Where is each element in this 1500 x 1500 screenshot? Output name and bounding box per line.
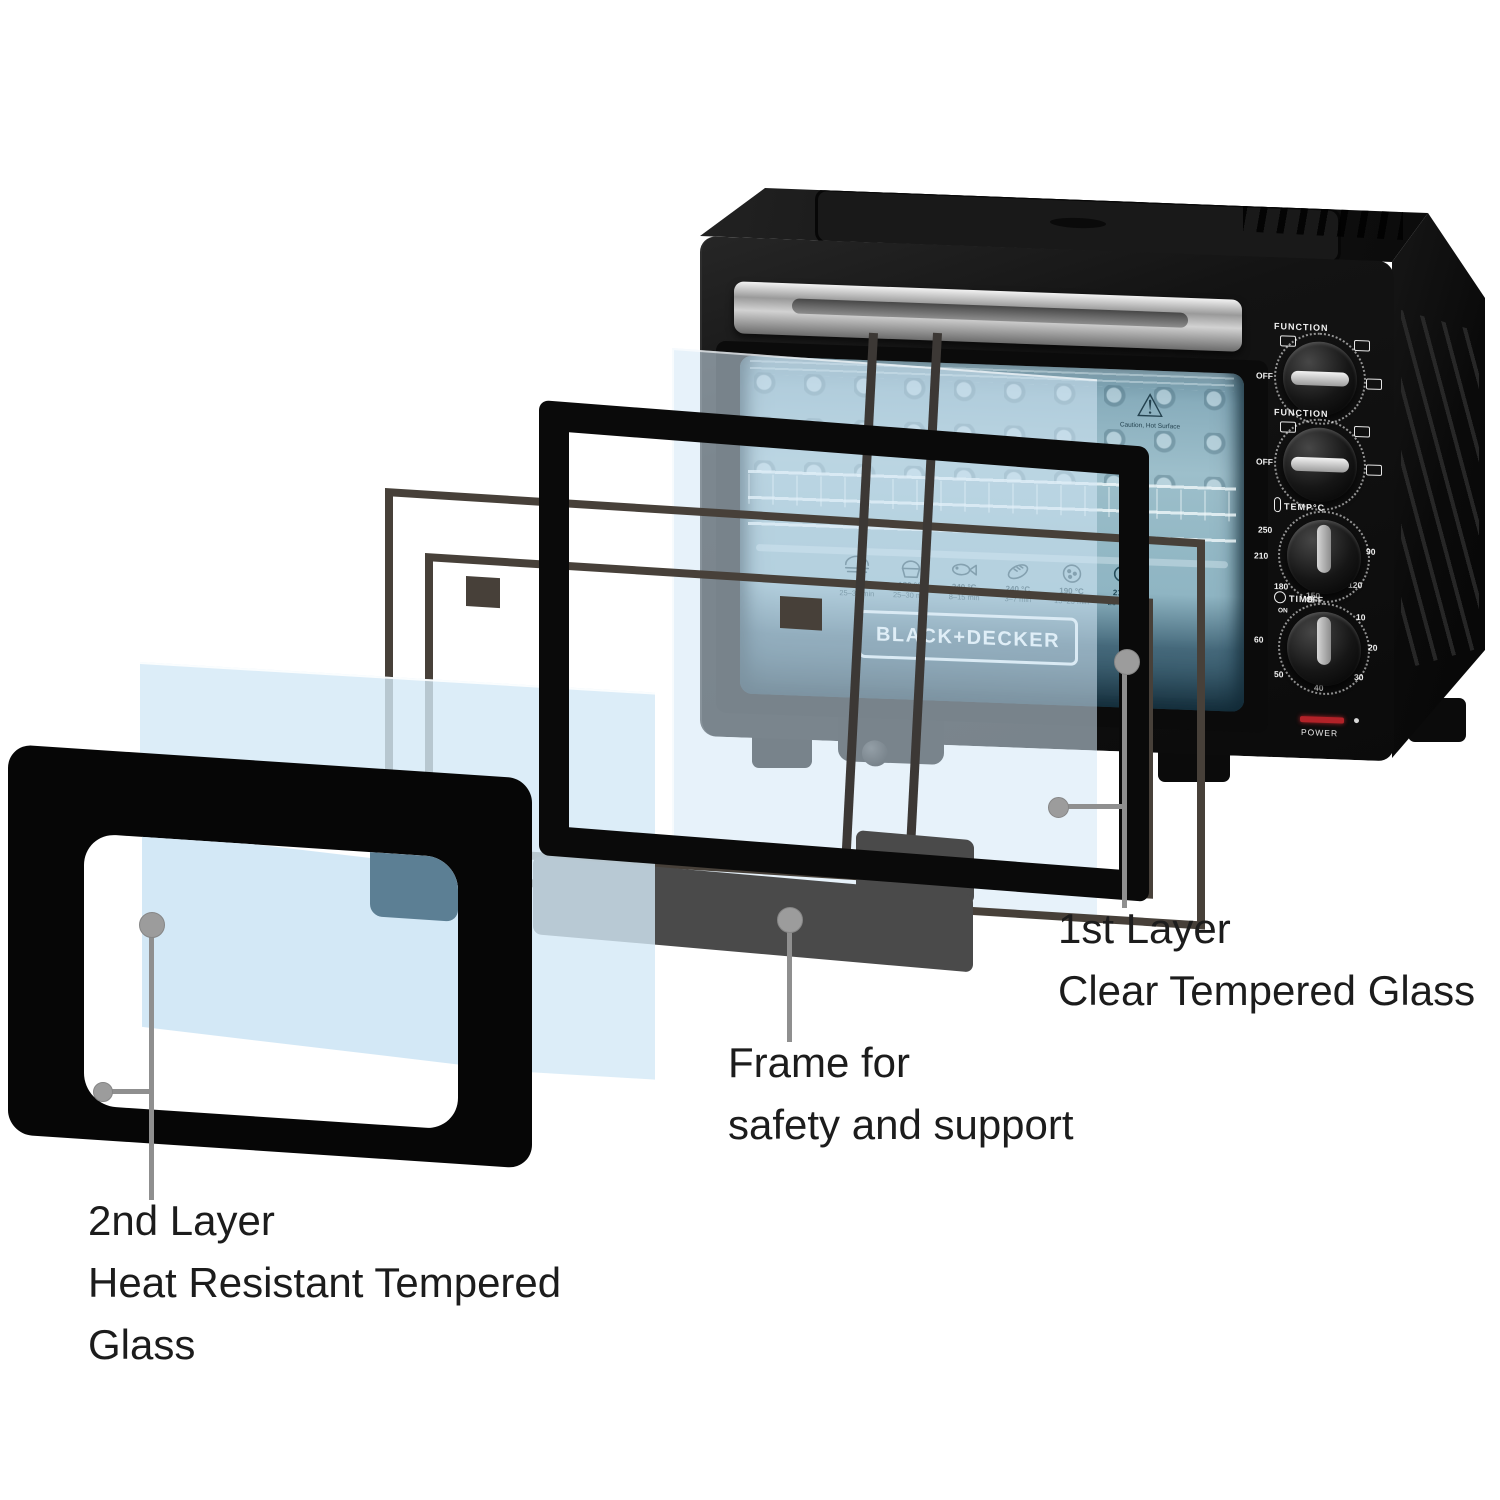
function1-off-label: OFF xyxy=(1256,370,1273,382)
callout-line-layer2-vertical xyxy=(149,925,154,1200)
fan-mode-icon xyxy=(1366,464,1382,477)
wire-frame-step xyxy=(466,576,500,609)
door-window-cutout xyxy=(84,833,458,1130)
preset-chicken: 210 °C 20–25 min xyxy=(1098,563,1152,609)
callout-dot-layer2 xyxy=(139,912,165,938)
warning-triangle-icon: ⚠ xyxy=(1135,386,1165,425)
door-handle-slot xyxy=(792,298,1188,328)
caution-hot-surface-sticker: ⚠ Caution, Hot Surface xyxy=(1112,387,1188,432)
timer-knob[interactable] xyxy=(1278,601,1370,697)
function2-label: FUNCTION xyxy=(1274,407,1329,420)
time-tick: 50 xyxy=(1274,669,1284,680)
glass-gasket-frame xyxy=(539,400,1149,902)
clock-icon xyxy=(1274,591,1286,604)
time-tick: 60 xyxy=(1254,634,1264,645)
door-handle[interactable] xyxy=(734,281,1242,352)
function1-label: FUNCTION xyxy=(1274,321,1329,334)
frame-annotation: Frame for safety and support xyxy=(728,1039,1074,1148)
callout-dot-frame xyxy=(777,907,803,933)
oven-top-vent xyxy=(1050,216,1106,230)
timer-on-label: ON xyxy=(1278,607,1288,615)
callout-dot-layer1-frame xyxy=(1048,797,1069,818)
callout-dot-layer1 xyxy=(1114,649,1140,675)
toaster-oven: ⚠ Caution, Hot Surface 190 °C 25–35 min xyxy=(695,180,1500,795)
power-label: POWER xyxy=(1301,727,1339,739)
chicken-icon xyxy=(1114,566,1137,587)
function-knob-2[interactable] xyxy=(1274,417,1366,513)
function2-off-label: OFF xyxy=(1256,456,1273,468)
element-mode-icon xyxy=(1354,339,1370,352)
knob-handle xyxy=(1291,370,1349,387)
bracket-through-window xyxy=(370,852,458,922)
callout-line-frame xyxy=(787,920,792,1042)
knob-handle xyxy=(1291,456,1349,473)
temperature-knob[interactable] xyxy=(1278,509,1370,605)
fan-mode-icon xyxy=(1354,425,1370,438)
temp-tick: 250 xyxy=(1258,524,1273,535)
knob-pointer xyxy=(1317,524,1331,574)
function-knob-1[interactable] xyxy=(1274,331,1366,427)
thermometer-icon xyxy=(1274,497,1281,513)
power-indicator-light xyxy=(1300,716,1344,724)
layer2-annotation: 2nd Layer Heat Resistant Tempered Glass xyxy=(88,1197,562,1368)
power-dot xyxy=(1354,717,1359,724)
element-mode-icon xyxy=(1366,378,1382,391)
door-outer-panel xyxy=(8,744,532,1169)
callout-line-layer2-horizontal xyxy=(100,1089,152,1094)
layer1-annotation: 1st Layer Clear Tempered Glass xyxy=(1058,905,1476,1014)
oven-side-panel xyxy=(1392,213,1485,758)
callout-dot-layer2-panel xyxy=(93,1082,113,1102)
callout-line-layer1-vertical xyxy=(1122,662,1127,908)
side-vent-slots xyxy=(1401,310,1479,670)
knob-pointer xyxy=(1317,616,1331,666)
temp-tick: 210 xyxy=(1254,550,1269,561)
callout-line-layer1-horizontal xyxy=(1060,804,1124,809)
